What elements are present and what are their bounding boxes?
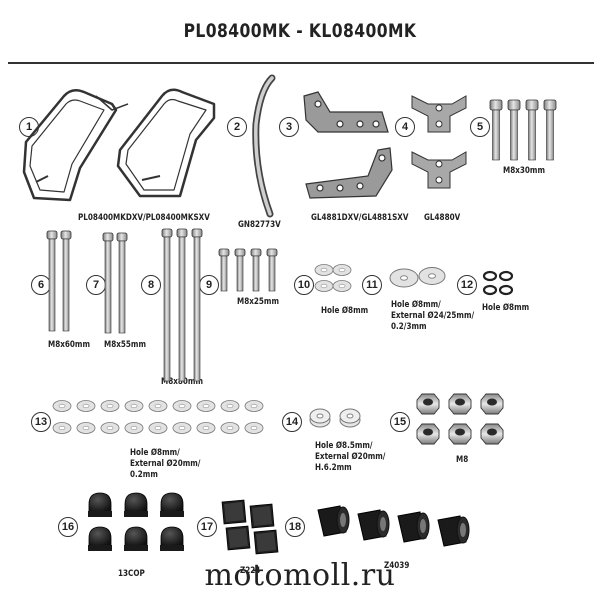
part-label-5: M8x30mm: [503, 166, 545, 176]
rubber-pads-z224: [221, 499, 279, 555]
part-label-7: M8x55mm: [104, 340, 146, 350]
part-number-6: 6: [31, 275, 51, 295]
washers-13: [52, 400, 264, 434]
part-label-14-line-1: Hole Ø8.5mm/: [315, 441, 373, 451]
title-rule: [8, 62, 594, 64]
part-number-3: 3: [279, 117, 299, 137]
washers-10: [314, 264, 352, 292]
part-number-18: 18: [285, 517, 305, 537]
part-label-15: M8: [456, 455, 469, 465]
spacers-14: [309, 408, 361, 428]
part-number-8: 8: [141, 275, 161, 295]
part-number-11: 11: [362, 275, 382, 295]
part-label-6: M8x60mm: [48, 340, 90, 350]
bolts-m8x80: [161, 228, 203, 382]
part-label-14-line-2: External Ø20mm/: [315, 452, 386, 462]
part-number-17: 17: [197, 517, 217, 537]
part-label-2: GN82773V: [238, 220, 281, 230]
diagram-title: PL08400MK - KL08400MK: [183, 20, 417, 42]
part-label-11-line-1: Hole Ø8mm/: [391, 300, 441, 310]
angle-brackets: [411, 95, 467, 189]
part-label-9: M8x25mm: [237, 297, 279, 307]
part-label-13-line-1: Hole Ø8mm/: [130, 448, 180, 458]
part-label-14-line-3: H.6.2mm: [315, 463, 352, 473]
bolts-m8x30: [489, 99, 557, 161]
part-number-5: 5: [470, 117, 490, 137]
part-label-18: Z4039: [384, 561, 410, 571]
mounting-plates: [303, 91, 393, 199]
part-number-15: 15: [390, 412, 410, 432]
cap-nuts-13cop: [87, 492, 185, 552]
part-label-8: M8x80mm: [161, 377, 203, 387]
washers-12: [482, 270, 514, 296]
part-label-10: Hole Ø8mm: [321, 306, 369, 316]
part-number-10: 10: [294, 275, 314, 295]
part-label-16: 13COP: [118, 569, 145, 579]
part-number-12: 12: [457, 275, 477, 295]
bolts-m8x55: [102, 232, 128, 334]
part-label-11-line-2: External Ø24/25mm/: [391, 311, 475, 321]
part-label-11-line-3: 0.2/3mm: [391, 322, 427, 332]
nuts-m8: [416, 393, 504, 445]
part-number-13: 13: [31, 412, 51, 432]
watermark-text: motomoll.ru: [204, 558, 396, 593]
sleeves-z4039: [317, 505, 470, 547]
part-number-14: 14: [282, 412, 302, 432]
part-number-2: 2: [227, 117, 247, 137]
part-label-17: Z224: [240, 566, 261, 576]
part-label-13-line-2: External Ø20mm/: [130, 459, 201, 469]
side-frames: [22, 88, 216, 202]
part-number-4: 4: [395, 117, 415, 137]
bolts-m8x60: [46, 230, 72, 332]
part-label-1: PL08400MKDXV/PL08400MKSXV: [78, 213, 210, 223]
part-number-16: 16: [58, 517, 78, 537]
part-label-13-line-3: 0.2mm: [130, 470, 158, 480]
part-label-4: GL4880V: [424, 213, 461, 223]
part-label-3: GL4881DXV/GL4881SXV: [311, 213, 409, 223]
part-label-12: Hole Ø8mm: [482, 303, 530, 313]
washers-11: [389, 267, 446, 288]
bolts-m8x25: [218, 248, 278, 292]
